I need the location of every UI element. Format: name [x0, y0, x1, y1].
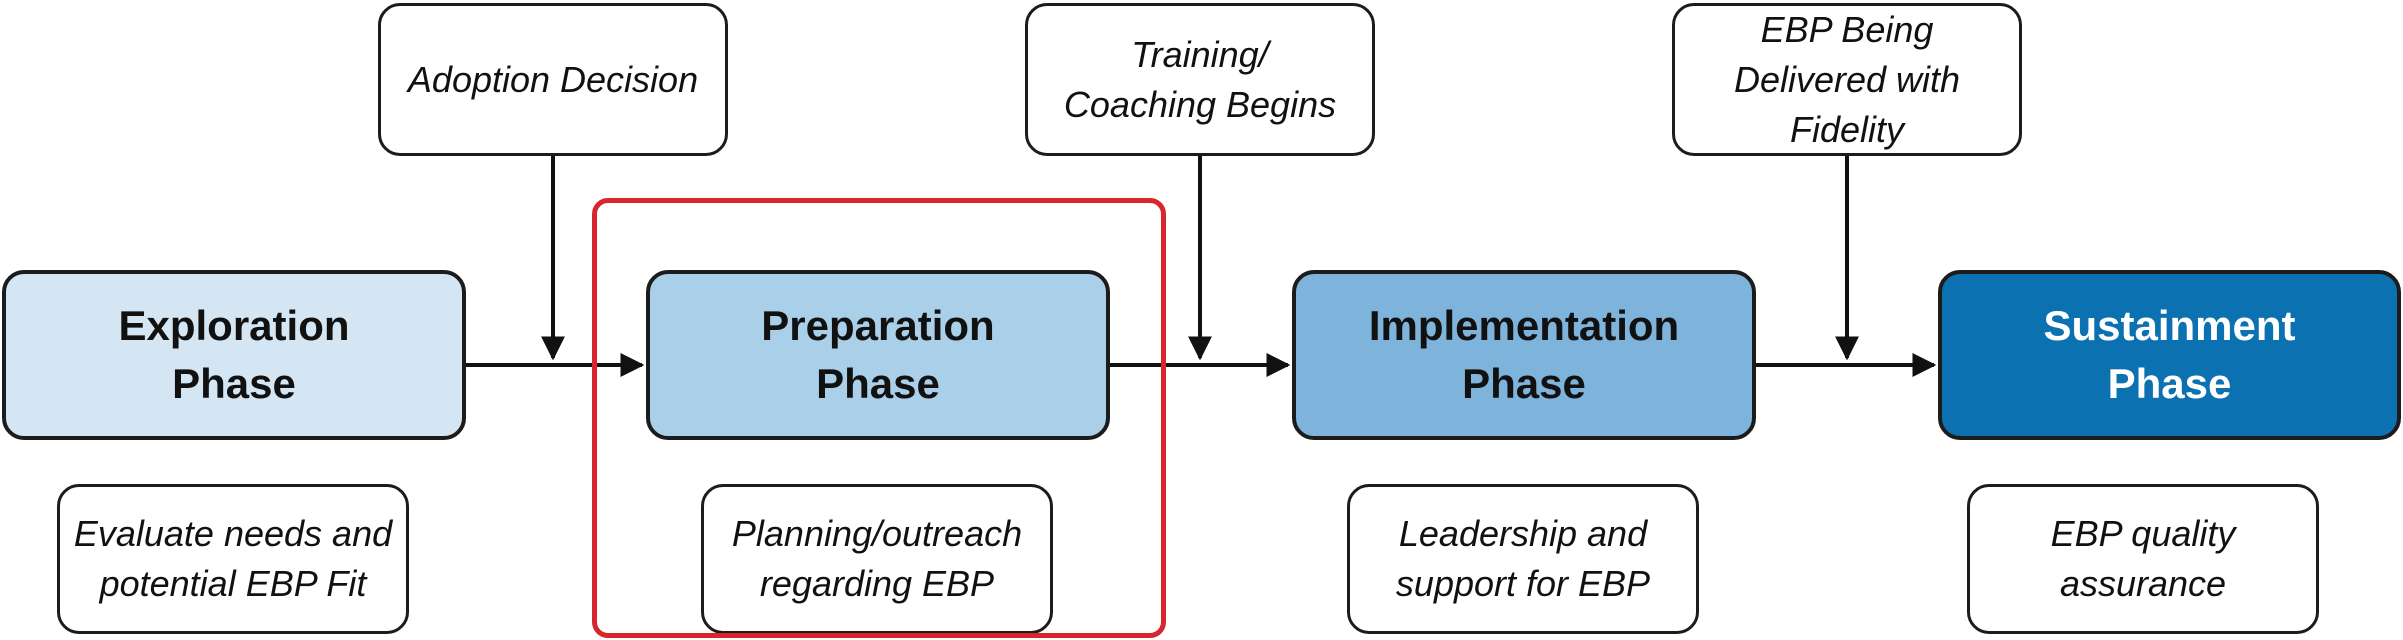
phase-preparation: Preparation Phase: [646, 270, 1110, 440]
activity-evaluate-needs: Evaluate needs and potential EBP Fit: [57, 484, 409, 634]
activity-leadership-support: Leadership and support for EBP: [1347, 484, 1699, 634]
activity-planning-outreach: Planning/outreach regarding EBP: [701, 484, 1053, 634]
activity-quality-assurance: EBP quality assurance: [1967, 484, 2319, 634]
phase-exploration: Exploration Phase: [2, 270, 466, 440]
milestone-adoption-decision: Adoption Decision: [378, 3, 728, 156]
phase-sustainment: Sustainment Phase: [1938, 270, 2401, 440]
preparation-highlight-frame: [592, 198, 1166, 638]
milestone-ebp-fidelity: EBP Being Delivered with Fidelity: [1672, 3, 2022, 156]
phase-implementation: Implementation Phase: [1292, 270, 1756, 440]
milestone-training-coaching: Training/ Coaching Begins: [1025, 3, 1375, 156]
